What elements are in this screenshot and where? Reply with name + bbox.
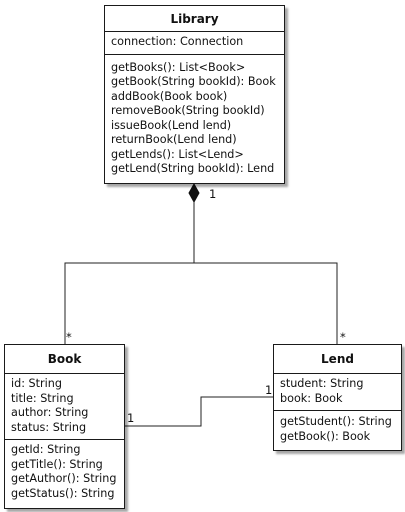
- method: getId: String: [11, 443, 81, 456]
- method: removeBook(String bookId): [111, 104, 265, 117]
- method: getLend(String bookId): Lend: [111, 162, 275, 175]
- association-line: [125, 396, 273, 427]
- methods-section: getBooks(): List<Book> getBook(String bo…: [105, 53, 284, 181]
- class-name: Book: [5, 345, 124, 374]
- attribute: book: Book: [280, 391, 343, 405]
- methods-section: getId: String getTitle(): String getAuth…: [5, 439, 124, 505]
- lend-composition-multiplicity: *: [340, 330, 346, 344]
- attribute: status: String: [11, 420, 87, 434]
- class-name: Lend: [274, 345, 401, 374]
- attributes-section: connection: Connection: [105, 32, 284, 54]
- attribute: student: String: [280, 377, 364, 390]
- method: getBook(): Book: [280, 429, 371, 443]
- lend-class[interactable]: Lend student: String book: Book getStude…: [273, 344, 402, 451]
- library-multiplicity: 1: [209, 187, 217, 201]
- method: addBook(Book book): [111, 89, 228, 103]
- book-class[interactable]: Book id: String title: String author: St…: [4, 344, 125, 509]
- lend-association-multiplicity: 1: [265, 383, 273, 397]
- method: getAuthor(): String: [11, 472, 117, 485]
- attributes-section: student: String book: Book: [274, 374, 401, 410]
- method: getBook(String bookId): Book: [111, 75, 276, 88]
- attribute: title: String: [11, 391, 74, 405]
- attributes-section: id: String title: String author: String …: [5, 374, 124, 439]
- composition-branch-lend: [194, 262, 338, 344]
- composition-diamond: [188, 182, 200, 204]
- method: getTitle(): String: [11, 457, 103, 471]
- method: getBooks(): List<Book>: [111, 60, 246, 74]
- method: getStudent(): String: [280, 415, 392, 428]
- method: getLends(): List<Lend>: [111, 147, 244, 161]
- method: issueBook(Lend lend): [111, 118, 232, 132]
- attribute: author: String: [11, 406, 89, 419]
- attribute: id: String: [11, 377, 62, 390]
- book-composition-multiplicity: *: [66, 330, 72, 344]
- methods-section: getStudent(): String getBook(): Book: [274, 410, 401, 448]
- attribute: connection: Connection: [111, 35, 244, 48]
- method: returnBook(Lend lend): [111, 133, 237, 146]
- book-association-multiplicity: 1: [127, 411, 135, 425]
- class-name: Library: [105, 6, 284, 32]
- composition-branch-book: [64, 262, 194, 344]
- method: getStatus(): String: [11, 486, 115, 500]
- library-class[interactable]: Library connection: Connection getBooks(…: [104, 5, 285, 184]
